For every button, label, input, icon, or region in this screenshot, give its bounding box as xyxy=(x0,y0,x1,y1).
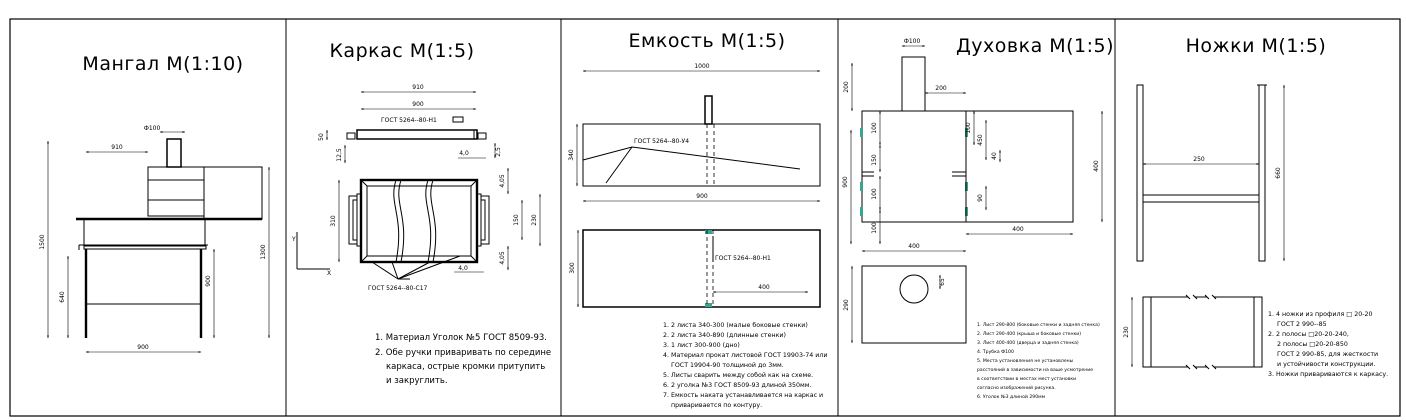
nozhki-dim-250: 250 xyxy=(1193,156,1205,163)
duhovka-dim-90: 90 xyxy=(977,194,984,202)
duhovka-dim-400a: 400 xyxy=(1093,160,1100,172)
duhovka-note-8: согласно изображений рисунка. xyxy=(977,384,1056,391)
karkas-dim-2-5: 2,5 xyxy=(495,147,502,157)
duhovka-dim-450: 450 xyxy=(977,134,984,146)
duhovka-note-5: 5. Места установления не установлены xyxy=(977,358,1074,364)
karkas-dim-4-05b: 4,05 xyxy=(499,251,506,265)
karkas-dim-4-0a: 4,0 xyxy=(459,150,469,157)
duhovka-drawing: Ф100 200 200 100 150 100 100 900 100 450… xyxy=(842,38,1103,400)
mangal-dim-mid: 640 xyxy=(59,291,66,303)
nozhki-note-1: 1. 4 ножки из профиля □ 20-20 xyxy=(1268,311,1373,318)
karkas-dim-150: 150 xyxy=(513,214,520,226)
duhovka-dim-200b: 200 xyxy=(935,85,947,92)
karkas-note-3: каркаса, острые кромки притупить xyxy=(386,362,545,372)
karkas-axis-y: Y xyxy=(291,236,296,243)
emkost-note-6: 5. Листы сварить между собой как на схем… xyxy=(663,371,813,379)
mangal-dim-height: 1500 xyxy=(39,234,46,249)
duhovka-dim-150: 150 xyxy=(871,154,878,166)
karkas-note-2: 2. Обе ручки приваривать по середине xyxy=(375,348,551,358)
emkost-dim-len-top: 1000 xyxy=(694,63,709,70)
nozhki-note-6: и устойчивости конструкции. xyxy=(1277,360,1375,368)
nozhki-note-3: 2. 2 полосы □20-20-240, xyxy=(1268,331,1349,338)
emkost-dim-h2: 300 xyxy=(569,262,576,274)
emkost-gost-1: ГОСТ 5264--80-У4 xyxy=(634,138,689,145)
duhovka-note-4: 4. Трубка Ф100 xyxy=(977,349,1014,355)
karkas-note-1: 1. Материал Уголок №5 ГОСТ 8509-93. xyxy=(375,333,547,343)
duhovka-note-7: в соответствии в местах мест установки xyxy=(977,377,1076,382)
emkost-dim-h: 340 xyxy=(568,149,575,161)
mangal-dim-right-leg: 900 xyxy=(205,275,212,287)
duhovka-dim-400b: 400 xyxy=(1012,226,1024,233)
duhovka-dim-400c: 400 xyxy=(908,243,920,250)
duhovka-dim-100a: 100 xyxy=(871,122,878,134)
emkost-dim-400: 400 xyxy=(758,284,770,291)
emkost-note-7: 6. 2 уголка №3 ГОСТ 8509-93 длиной 350мм… xyxy=(663,381,812,389)
mangal-dim-top: 910 xyxy=(111,144,123,151)
duhovka-note-3: 3. Лист 400-400 (дверца и задняя стенка) xyxy=(977,340,1079,346)
karkas-dim-310: 310 xyxy=(330,215,337,227)
emkost-note-9: приваривается по контуру. xyxy=(671,402,762,409)
panel-title-duhovka: Духовка М(1:5) xyxy=(956,35,1114,57)
nozhki-note-4: 2 полосы □20-20-850 xyxy=(1277,341,1348,348)
karkas-dim-4-0b: 4,0 xyxy=(458,265,468,272)
emkost-note-4: 4. Материал прокат листовой ГОСТ 19903-7… xyxy=(663,351,827,359)
duhovka-dim-290: 290 xyxy=(843,299,850,311)
karkas-note-4: и закруглить. xyxy=(386,376,448,386)
karkas-gost-bottom: ГОСТ 5264--80-С17 xyxy=(368,285,428,292)
emkost-note-8: 7. Емкость наката устанавливается на кар… xyxy=(663,392,823,399)
emkost-drawing: 1000 ГОСТ 5264--80-У4 340 900 ГОСТ 5264-… xyxy=(568,63,827,409)
duhovka-note-6: расстояний в зависимости на ваше усмотре… xyxy=(977,366,1093,373)
nozhki-dim-660: 660 xyxy=(1275,167,1282,179)
karkas-axis-x: X xyxy=(327,270,331,277)
emkost-note-2: 2. 2 листа 340-890 (длинные стенки) xyxy=(663,332,786,339)
duhovka-note-2: 2. Лист 290-400 (крыша и боковые стенки) xyxy=(977,331,1081,337)
duhovka-dim-200a: 200 xyxy=(843,81,850,93)
nozhki-note-7: 3. Ножки привариваются к каркасу. xyxy=(1268,371,1388,378)
panel-title-nozhki: Ножки М(1:5) xyxy=(1186,35,1327,57)
karkas-gost-top: ГОСТ 5264--80-Н1 xyxy=(381,117,437,124)
panel-title-emkost: Емкость М(1:5) xyxy=(629,30,786,52)
duhovka-note-1: 1. Лист 290-800 (боковые стенки и задняя… xyxy=(977,322,1100,328)
emkost-gost-2: ГОСТ 5264--80-Н1 xyxy=(715,255,771,262)
duhovka-dim-100c: 100 xyxy=(871,222,878,234)
karkas-dim-910: 910 xyxy=(412,84,424,91)
karkas-dim-900: 900 xyxy=(412,101,424,108)
mangal-dim-bottom: 900 xyxy=(137,344,149,351)
mangal-dim-right: 1300 xyxy=(260,244,267,259)
karkas-drawing: 910 900 ГОСТ 5264--80-Н1 50 12,5 4,0 2,5 xyxy=(291,84,551,386)
karkas-dim-12-5: 12,5 xyxy=(336,148,343,162)
duhovka-dim-100d: 100 xyxy=(965,122,972,134)
emkost-note-1: 1. 2 листа 340-300 (малые боковые стенки… xyxy=(663,321,808,329)
panel-title-karkas: Каркас М(1:5) xyxy=(329,40,474,62)
duhovka-dim-65: 65 xyxy=(939,278,946,286)
duhovka-dim-100b: 100 xyxy=(871,188,878,200)
mangal-drawing: Ф100 910 1500 640 1300 900 900 xyxy=(39,125,270,353)
duhovka-dim-40: 40 xyxy=(991,152,998,160)
emkost-note-3: 3. 1 лист 300-900 (дно) xyxy=(663,342,740,349)
karkas-dim-4-05a: 4,05 xyxy=(499,174,506,188)
panel-title-mangal: Мангал М(1:10) xyxy=(82,53,243,75)
karkas-dim-230: 230 xyxy=(531,214,538,226)
karkas-dim-50: 50 xyxy=(318,133,325,141)
nozhki-dim-230: 230 xyxy=(1123,326,1130,338)
mangal-dim-pipe: Ф100 xyxy=(144,125,161,132)
duhovka-dim-pipe: Ф100 xyxy=(904,38,921,45)
duhovka-dim-900: 900 xyxy=(842,176,849,188)
duhovka-note-9: 6. Уголок №3 длиной 290мм xyxy=(977,393,1046,400)
nozhki-drawing: 250 660 230 1. 4 ножки из профиля □ 20-2… xyxy=(1123,84,1388,378)
sheet-border xyxy=(9,18,1401,417)
emkost-dim-len-base: 900 xyxy=(696,193,708,200)
nozhki-note-5: ГОСТ 2 990-85, для жесткости xyxy=(1277,351,1378,358)
emkost-note-5: ГОСТ 19904-90 толщиной до 3мм. xyxy=(671,361,784,369)
nozhki-note-2: ГОСТ 2 990--85 xyxy=(1277,321,1327,328)
